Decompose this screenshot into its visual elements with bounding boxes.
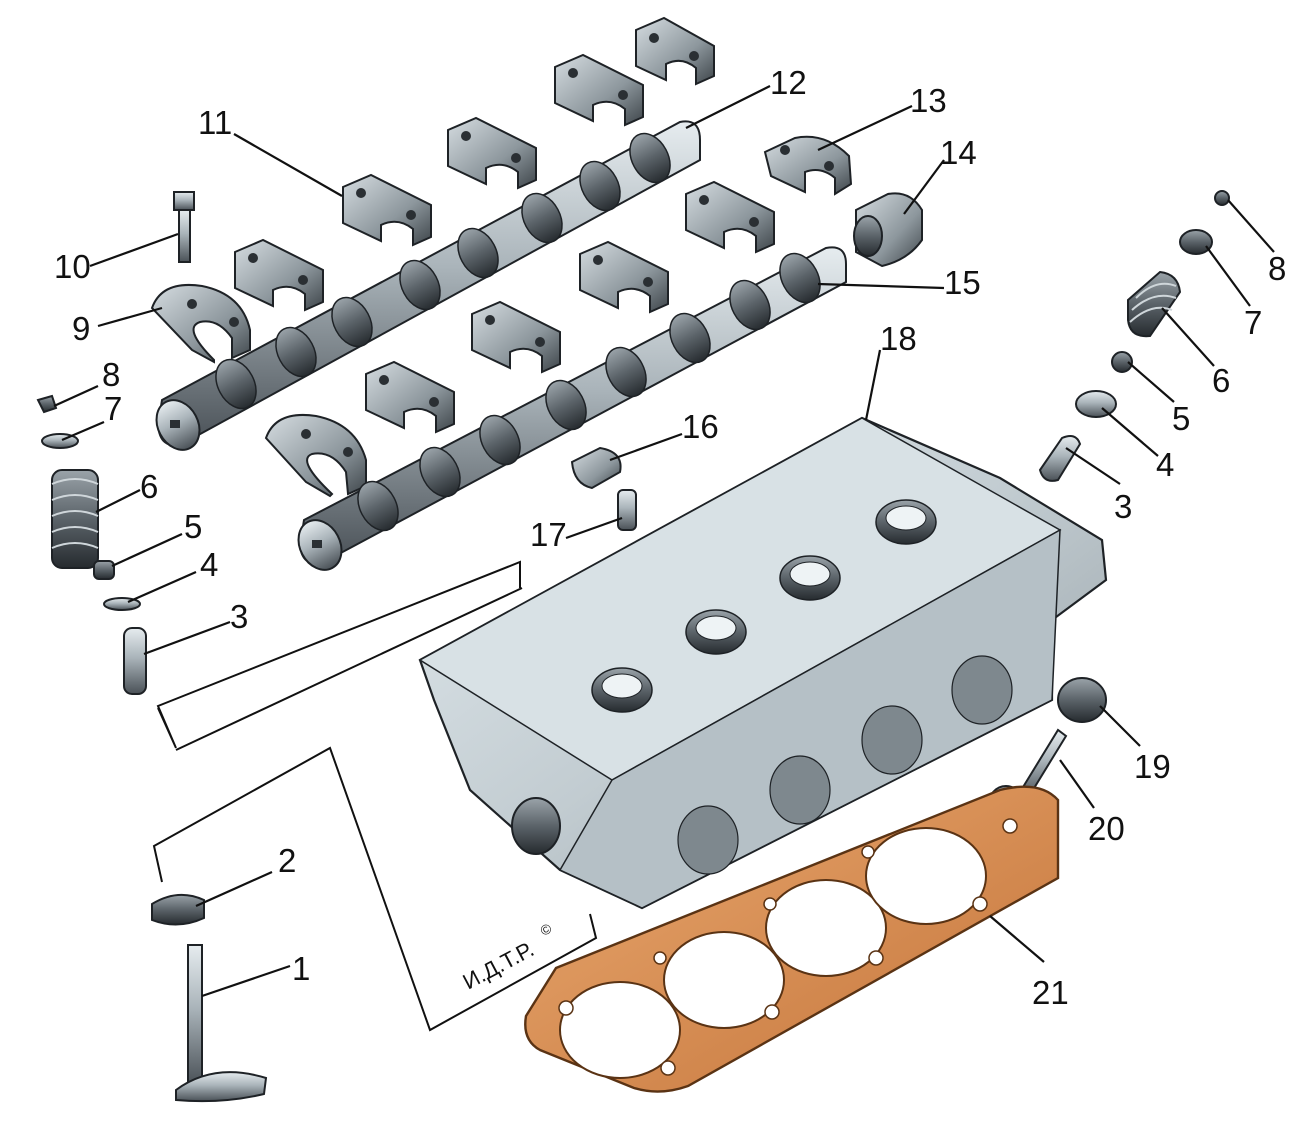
- copyright-mark: ©: [537, 920, 554, 939]
- callout-6-left: 6: [140, 468, 158, 505]
- end-bearing-cap: [264, 414, 367, 498]
- valve-spring-6-left: [51, 469, 99, 569]
- camshafts: [155, 120, 847, 571]
- callout-5-right: 5: [1172, 400, 1190, 437]
- callout-11: 11: [198, 104, 232, 141]
- callout-20: 20: [1088, 810, 1125, 847]
- head-gasket-21: [524, 785, 1060, 1093]
- end-bearing-cap: [150, 284, 251, 364]
- callout-labels: 1 2 3 4 5 6 7 8 9 10 11 12 13 14 15 18 1…: [54, 64, 1286, 1011]
- camshaft-upper: [155, 120, 701, 451]
- spring-washer-4-right: [1075, 390, 1117, 418]
- callout-3-right: 3: [1114, 488, 1132, 525]
- valve-train-left: [36, 394, 268, 1103]
- bearing-cap: [685, 180, 775, 254]
- callout-4-right: 4: [1156, 446, 1174, 483]
- bearing-cap: [365, 360, 455, 434]
- valve-spring-6-right: [1127, 270, 1182, 338]
- callout-15: 15: [944, 264, 981, 301]
- bearing-cap: [554, 53, 644, 127]
- assembly-brackets: [152, 560, 598, 1032]
- hydraulic-lifter-17: [617, 489, 637, 531]
- callout-9: 9: [72, 310, 90, 347]
- callout-18: 18: [880, 320, 917, 357]
- valve-seat-2: [151, 893, 205, 926]
- leader-lines: [53, 85, 1275, 998]
- bearing-cap: [579, 240, 669, 314]
- callout-16: 16: [682, 408, 719, 445]
- callout-6-right: 6: [1212, 362, 1230, 399]
- valve-guide-3-right: [1038, 435, 1082, 482]
- camshaft-bearing-caps: [150, 16, 853, 498]
- callout-3-left: 3: [230, 598, 248, 635]
- valve-keeper-8-right: [1214, 190, 1230, 206]
- callout-2: 2: [278, 842, 296, 879]
- callout-8-right: 8: [1268, 250, 1286, 287]
- valve-seat-19: [1057, 677, 1107, 723]
- callout-13: 13: [910, 82, 947, 119]
- callout-14: 14: [940, 134, 977, 171]
- valve-stem-seal-5-right: [1111, 351, 1133, 373]
- hydraulic-lifter-bracket-16: [570, 446, 622, 490]
- camshaft-lower: [297, 246, 847, 571]
- callout-10: 10: [54, 248, 91, 285]
- valve-keeper-8-left: [36, 394, 58, 414]
- spring-retainer-7-right: [1179, 229, 1213, 255]
- callout-17: 17: [530, 516, 567, 553]
- callout-7-left: 7: [104, 390, 122, 427]
- bearing-cap: [471, 300, 561, 374]
- callout-7-right: 7: [1244, 304, 1262, 341]
- callout-8-left: 8: [102, 356, 120, 393]
- valve-train-right: [987, 190, 1230, 827]
- bearing-cap: [635, 16, 715, 86]
- bearing-cap: [342, 173, 432, 247]
- valve-stem-seal-5-left: [93, 560, 115, 580]
- callout-5-left: 5: [184, 508, 202, 545]
- callout-1: 1: [292, 950, 310, 987]
- callout-21: 21: [1032, 974, 1069, 1011]
- cylinder-head-18: [418, 416, 1108, 910]
- callout-12: 12: [770, 64, 807, 101]
- callout-19: 19: [1134, 748, 1171, 785]
- watermark-text: И.Д.Т.Р.: [459, 936, 538, 994]
- end-bearing-cap-13: [763, 135, 853, 196]
- intake-valve-1: [175, 944, 268, 1103]
- valve-guide-3-left: [123, 627, 147, 695]
- callout-4-left: 4: [200, 546, 218, 583]
- bearing-cap: [447, 116, 537, 190]
- bearing-cap: [234, 238, 324, 312]
- bolt-10: [173, 191, 195, 263]
